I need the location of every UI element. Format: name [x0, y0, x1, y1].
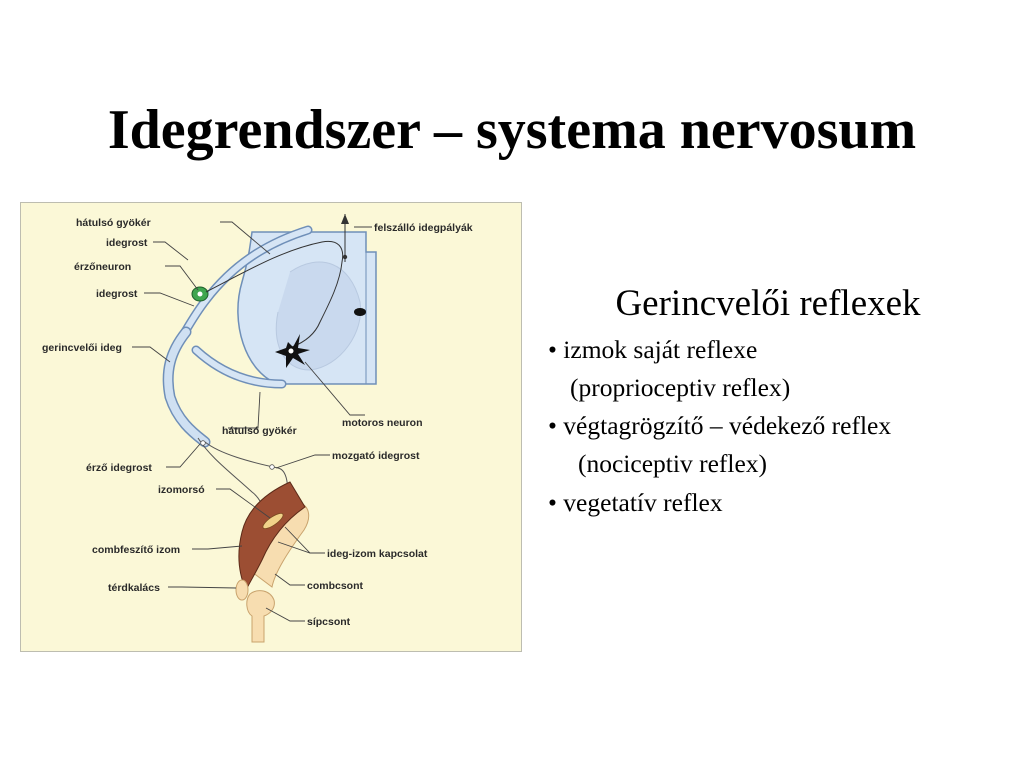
- bullet-item: • vegetatív reflex: [548, 487, 723, 517]
- label-gerincveloi-ideg: gerincvelői ideg: [42, 342, 122, 354]
- quadriceps-muscle: [238, 481, 306, 592]
- label-felszallo-idegpalyak: felszálló idegpályák: [374, 222, 473, 234]
- reflex-arc-illustration: hátulsó gyökér idegrost érzőneuron idegr…: [20, 202, 522, 652]
- panel-heading: Gerincvelői reflexek: [615, 283, 921, 324]
- reflex-arc-diagram: hátulsó gyökér idegrost érzőneuron idegr…: [20, 202, 522, 652]
- central-canal: [354, 308, 366, 316]
- label-mozgato-idegrost: mozgató idegrost: [332, 450, 420, 462]
- label-sipcsont: sípcsont: [307, 616, 351, 628]
- label-erzoneuron: érzőneuron: [74, 261, 131, 273]
- bullet-subitem: (proprioceptiv reflex): [570, 372, 791, 402]
- label-idegrost-2: idegrost: [96, 288, 138, 300]
- afferent-fiber: [205, 240, 344, 348]
- label-izomorso: izomorsó: [158, 484, 205, 496]
- reflex-text-panel: Gerincvelői reflexek • izmok saját refle…: [548, 283, 1018, 522]
- label-idegrost-1: idegrost: [106, 237, 148, 249]
- label-hatulso-gyoker-bottom: hátulsó gyökér: [222, 425, 297, 437]
- reflex-list: • izmok saját reflexe (proprioceptiv ref…: [548, 331, 1018, 522]
- label-motoros-neuron: motoros neuron: [342, 417, 423, 429]
- label-terdkalacs: térdkalács: [108, 582, 160, 594]
- bullet-item: • izmok saját reflexe: [548, 334, 758, 364]
- tibia: [246, 590, 275, 643]
- ascending-arrow-icon: [341, 214, 349, 224]
- label-combfeszito-izom: combfeszítő izom: [92, 544, 180, 556]
- slide-title: Idegrendszer – systema nervosum: [107, 98, 917, 161]
- label-combcsont: combcsont: [307, 580, 364, 592]
- muscle-spindle: [262, 512, 284, 530]
- patella: [235, 579, 249, 601]
- bullet-subitem: (nociceptiv reflex): [578, 449, 768, 479]
- bullet-item: • végtagrögzítő – védekező reflex: [548, 411, 892, 441]
- label-hatulso-gyoker-top: hátulsó gyökér: [76, 217, 151, 229]
- label-ideg-izom-kapcsolat: ideg-izom kapcsolat: [327, 548, 428, 560]
- label-erzo-idegrost: érző idegrost: [86, 462, 152, 474]
